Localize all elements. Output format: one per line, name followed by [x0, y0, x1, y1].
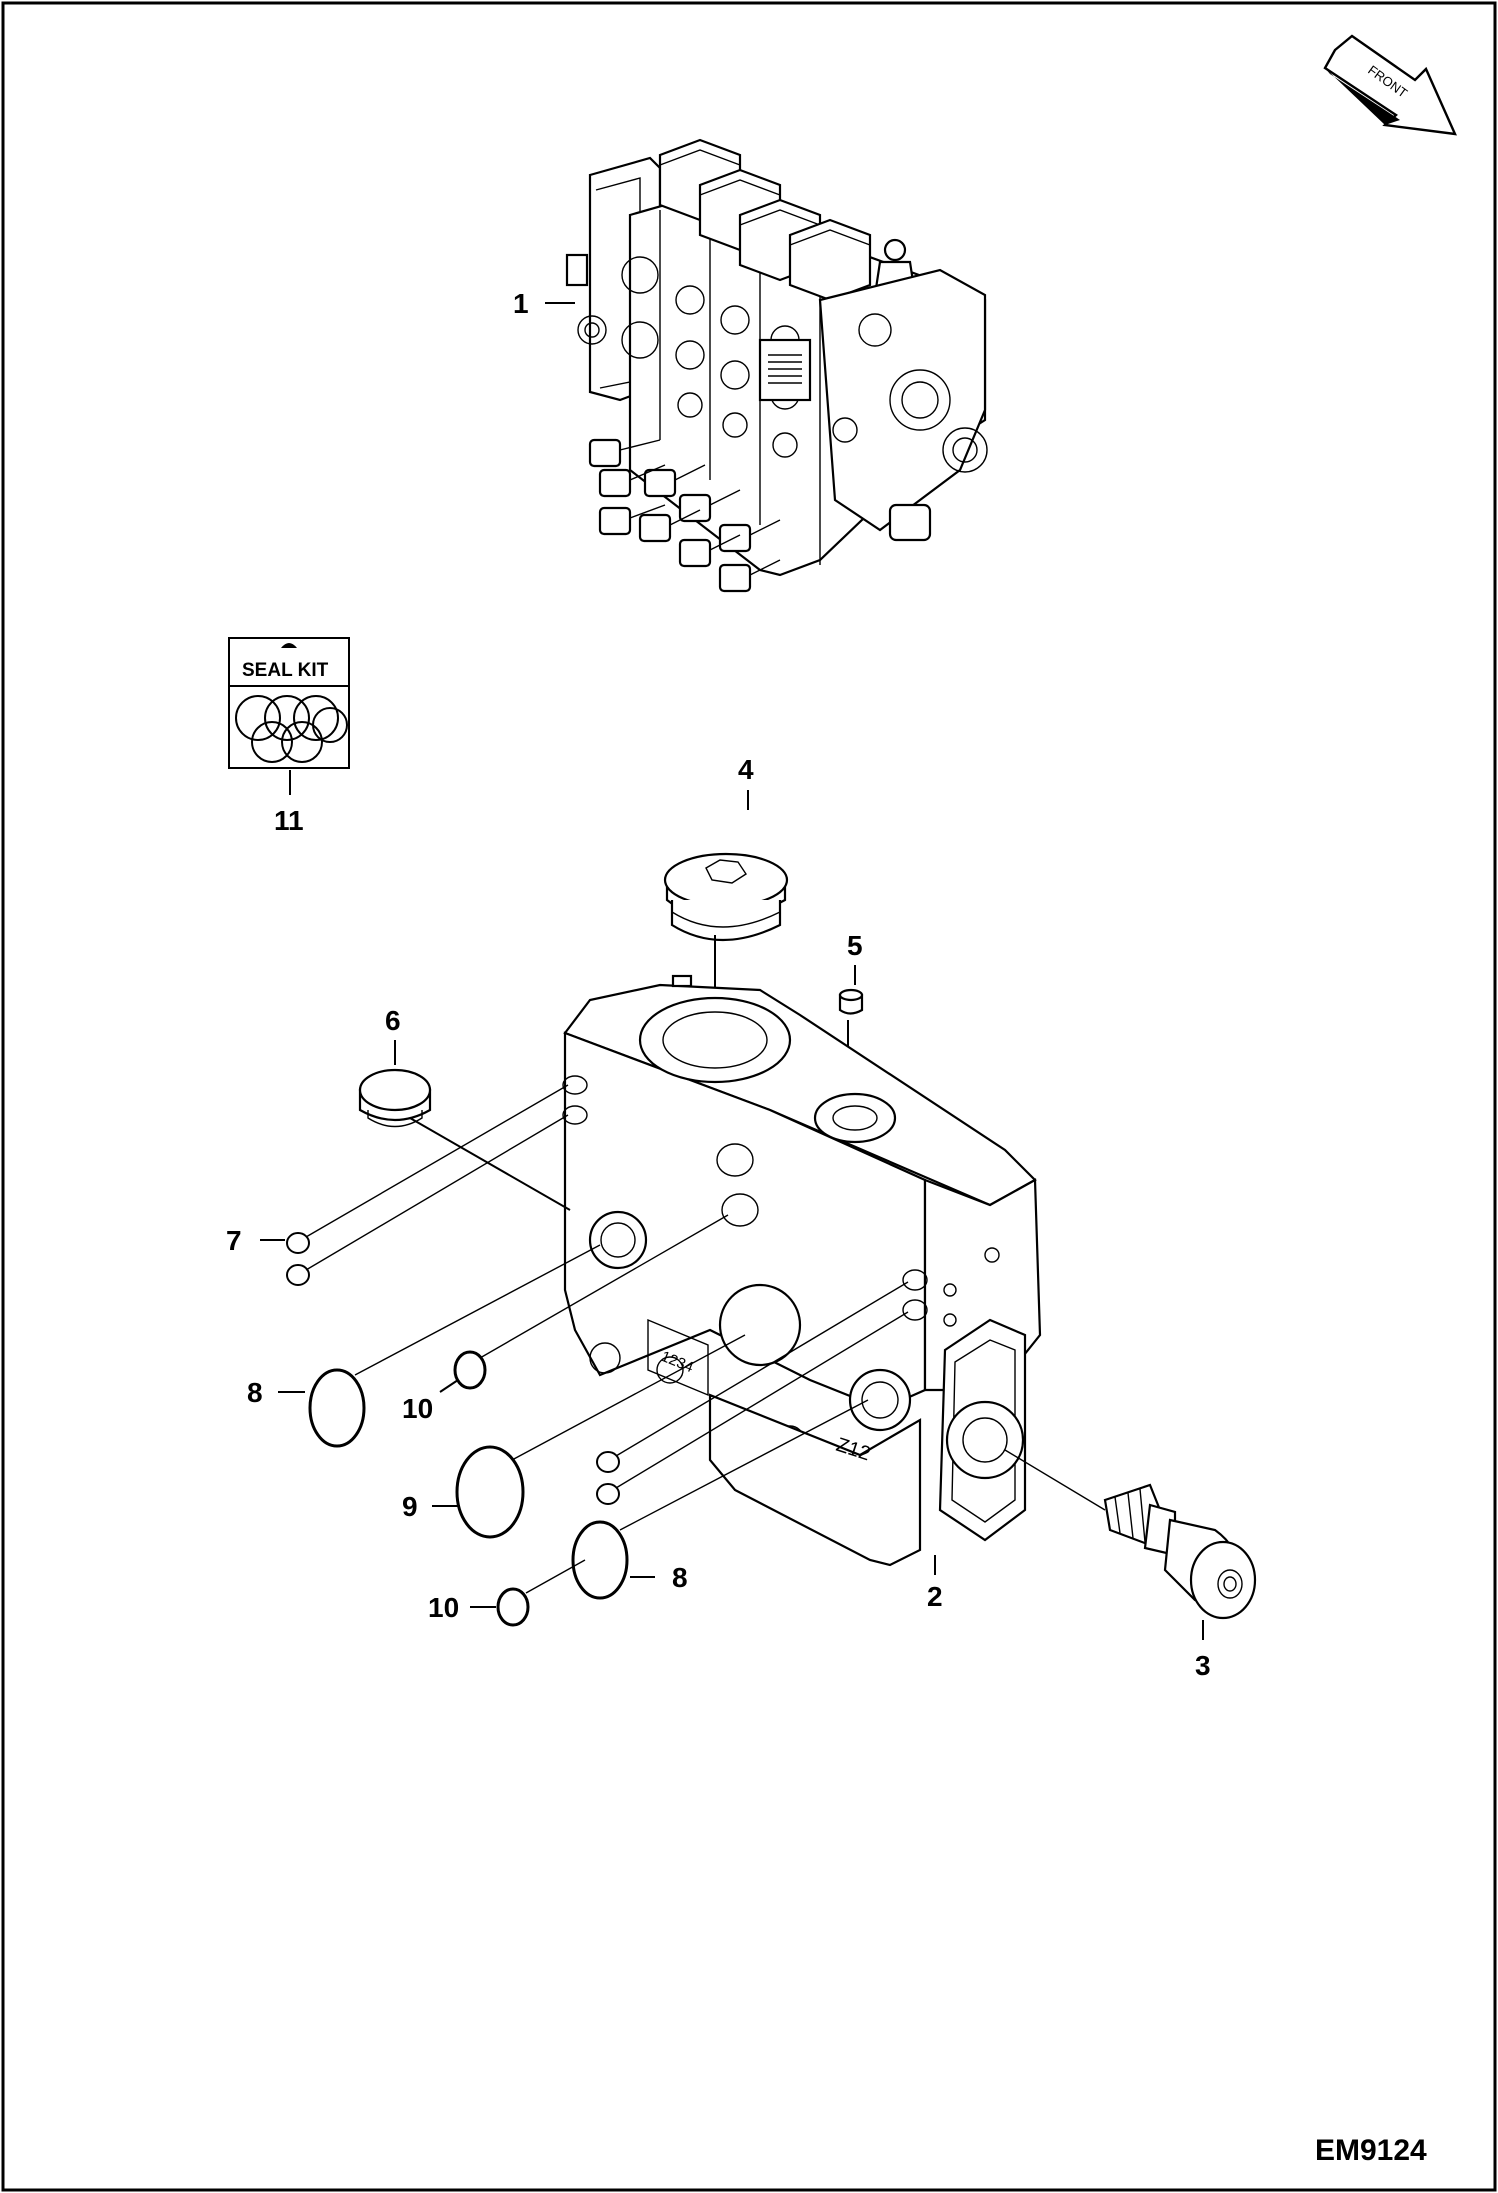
seal-kit-box: SEAL KIT [228, 637, 350, 769]
large-o-ring-9 [455, 1445, 525, 1539]
leader-line-3-to-port [1004, 1449, 1106, 1511]
small-o-ring-10-lower [496, 1587, 530, 1627]
callout-5: 5 [847, 930, 863, 961]
leader-line-7a [305, 1084, 569, 1238]
leader-line-10-upper [479, 1214, 729, 1359]
callout-7: 7 [226, 1225, 242, 1256]
small-plug-illustration [838, 988, 864, 1015]
leader-line-7b [305, 1114, 569, 1271]
solenoid-blocks [658, 138, 917, 302]
leader-line-9 [511, 1334, 746, 1461]
callout-4: 4 [738, 754, 754, 785]
small-o-rings-7 [286, 1232, 310, 1286]
callout-10-upper: 10 [402, 1393, 433, 1424]
valve-section-body-illustration: 1234 Z12 [562, 974, 1042, 1567]
callout-3: 3 [1195, 1650, 1211, 1681]
callout-6: 6 [385, 1005, 401, 1036]
relief-valve-cartridge-illustration [1103, 1483, 1257, 1620]
leader-line-10-lower [525, 1559, 586, 1594]
callout-11: 11 [274, 805, 304, 836]
leader-line-ring-b [615, 1311, 909, 1489]
callout-1: 1 [513, 288, 529, 319]
callout-8-left: 8 [247, 1377, 263, 1408]
o-rings-icon [235, 695, 348, 763]
cap-plug-illustration [358, 1068, 432, 1128]
seal-kit-title: SEAL KIT [242, 660, 329, 681]
leader-line-8-right [619, 1399, 869, 1531]
large-o-ring-8-left [308, 1368, 366, 1448]
spool-end-caps [588, 438, 781, 593]
leader-line-6-to-port [409, 1117, 571, 1211]
leader-10-upper [439, 1379, 459, 1393]
small-o-ring-10-upper [453, 1350, 487, 1390]
large-o-ring-8-right [571, 1520, 629, 1600]
front-direction-arrow-icon: FRONT [1323, 34, 1457, 136]
valve-assembly-illustration [565, 138, 988, 593]
plug-fitting-illustration [663, 852, 789, 941]
callout-10-lower: 10 [428, 1592, 459, 1623]
leader-line-ring-a [615, 1281, 909, 1457]
callout-2: 2 [927, 1581, 943, 1612]
callout-9: 9 [402, 1491, 418, 1522]
leader-line-8-left [354, 1244, 601, 1376]
callout-8-right: 8 [672, 1562, 688, 1593]
small-o-rings-right-ports [596, 1451, 620, 1505]
drawing-code: EM9124 [1315, 2134, 1427, 2167]
